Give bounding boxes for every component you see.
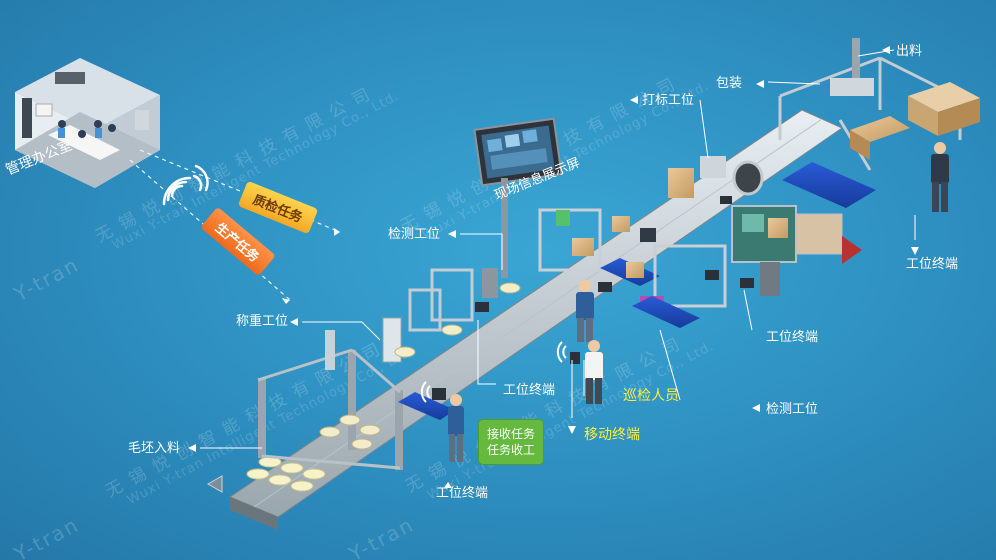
terminal-right-label: 工位终端 [906, 257, 959, 272]
terminal-center-label: 工位终端 [503, 383, 556, 398]
worker-center [576, 280, 594, 342]
raw-input-area [206, 456, 326, 493]
terminal-mid-label: 工位终端 [766, 330, 819, 345]
station-packing-label: 包装 [716, 76, 743, 91]
station-inspection-top-label: 检测工位 [388, 227, 441, 242]
weighing-station [382, 288, 463, 363]
wifi-icon-bottom [420, 381, 431, 403]
packing-machine [731, 205, 862, 296]
station-labeling-label: 打标工位 [642, 93, 695, 108]
receive-task-line1: 接收任务 [487, 427, 536, 441]
inspection-station-top [430, 268, 521, 322]
left-gantry [257, 330, 403, 470]
blue-pallet-bottom [398, 392, 455, 420]
blue-conveyor-right [782, 162, 876, 208]
office-room [15, 58, 160, 188]
labeling-station [668, 156, 764, 204]
station-raw-input-label: 毛坯入料 [128, 441, 181, 456]
station-inspection-bottom-label: 检测工位 [766, 402, 819, 417]
terminal-bottom-label: 工位终端 [436, 486, 489, 501]
mobile-terminal-label: 移动终端 [584, 427, 640, 443]
main-conveyor [228, 109, 844, 530]
wifi-icon-patrol [556, 341, 567, 363]
worker-patrol [570, 340, 603, 404]
wifi-icon [162, 164, 209, 206]
display-screen [473, 117, 563, 278]
worker-right [931, 142, 949, 212]
terminal-device-bottom [432, 388, 446, 400]
callout-lines [200, 49, 916, 449]
worker-bottom [448, 394, 464, 462]
receive-task-box: 接收任务 任务收工 [478, 419, 545, 465]
middle-cells [538, 208, 754, 328]
receive-task-line2: 任务收工 [487, 443, 536, 457]
arrow-heads [188, 46, 919, 488]
station-weighing-label: 称重工位 [236, 314, 289, 329]
station-output-label: 出料 [896, 44, 923, 59]
output-gantry [778, 38, 962, 171]
output-boxes [850, 82, 980, 160]
patrol-staff-label: 巡检人员 [623, 388, 679, 404]
coils-stack [319, 414, 381, 450]
